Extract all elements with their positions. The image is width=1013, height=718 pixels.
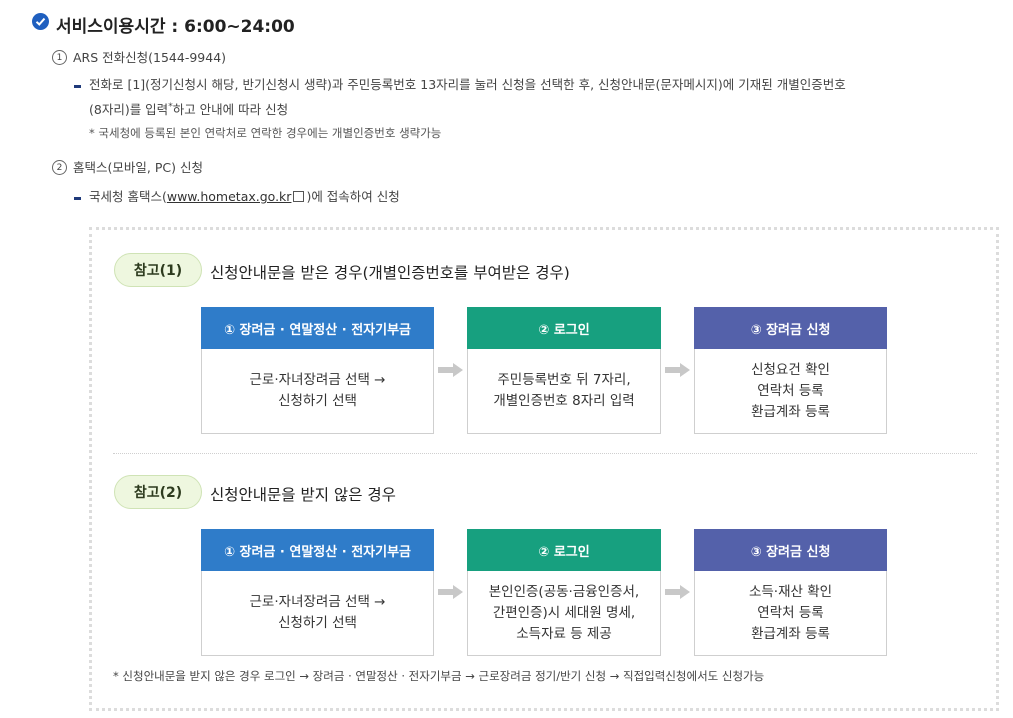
method-hometax: 2 홈택스(모바일, PC) 신청 xyxy=(52,157,203,176)
step-body: 본인인증(공동·금융인증서, 간편인증)시 세대원 명세, 소득자료 등 제공 xyxy=(467,571,661,656)
check-circle-icon xyxy=(32,13,49,30)
step-card: ③ 장려금 신청 신청요건 확인 연락처 등록 환급계좌 등록 xyxy=(694,307,887,434)
step-header: ③ 장려금 신청 xyxy=(694,529,887,571)
description-line: (8자리)를 입력*하고 안내에 따라 신청 xyxy=(89,102,289,118)
page-title: 서비스이용시간 : 6:00~24:00 xyxy=(56,17,295,37)
step-body: 신청요건 확인 연락처 등록 환급계좌 등록 xyxy=(694,349,887,434)
step-body: 근로·자녀장려금 선택 → 신청하기 선택 xyxy=(201,571,434,656)
reference-badge: 참고(2) xyxy=(114,475,202,509)
step-header: ③ 장려금 신청 xyxy=(694,307,887,349)
number-badge: 2 xyxy=(52,160,67,175)
step-body: 근로·자녀장려금 선택 → 신청하기 선택 xyxy=(201,349,434,434)
method-note: * 국세청에 등록된 본인 연락처로 연락한 경우에는 개별인증번호 생략가능 xyxy=(89,126,442,140)
footnote: * 신청안내문을 받지 않은 경우 로그인 → 장려금 · 연말정산 · 전자기… xyxy=(113,669,765,683)
number-badge: 1 xyxy=(52,50,67,65)
step-header: ① 장려금 · 연말정산 · 전자기부금 xyxy=(201,529,434,571)
reference-title: 신청안내문을 받지 않은 경우 xyxy=(210,486,396,504)
method-title: 홈택스(모바일, PC) 신청 xyxy=(73,160,203,175)
step-card: ③ 장려금 신청 소득·재산 확인 연락처 등록 환급계좌 등록 xyxy=(694,529,887,656)
reference-badge: 참고(1) xyxy=(114,253,202,287)
step-card: ① 장려금 · 연말정산 · 전자기부금 근로·자녀장려금 선택 → 신청하기 … xyxy=(201,529,434,656)
bullet-dash-icon xyxy=(74,85,81,88)
description-line: 전화로 [1](정기신청시 해당, 반기신청시 생략)과 주민등록번호 13자리… xyxy=(89,77,846,92)
method-description: 전화로 [1](정기신청시 해당, 반기신청시 생략)과 주민등록번호 13자리… xyxy=(89,74,846,121)
step-header: ① 장려금 · 연말정산 · 전자기부금 xyxy=(201,307,434,349)
bullet-dash-icon xyxy=(74,197,81,200)
method-ars: 1 ARS 전화신청(1544-9944) xyxy=(52,47,226,66)
arrow-right-icon xyxy=(438,363,463,377)
method-description: 국세청 홈택스(www.hometax.go.kr)에 접속하여 신청 xyxy=(89,189,400,204)
step-card: ② 로그인 본인인증(공동·금융인증서, 간편인증)시 세대원 명세, 소득자료… xyxy=(467,529,661,656)
step-header: ② 로그인 xyxy=(467,307,661,349)
step-card: ① 장려금 · 연말정산 · 전자기부금 근로·자녀장려금 선택 → 신청하기 … xyxy=(201,307,434,434)
divider xyxy=(113,453,977,454)
hometax-link[interactable]: www.hometax.go.kr xyxy=(166,189,292,204)
step-card: ② 로그인 주민등록번호 뒤 7자리, 개별인증번호 8자리 입력 xyxy=(467,307,661,434)
reference-title: 신청안내문을 받은 경우(개별인증번호를 부여받은 경우) xyxy=(210,264,570,282)
external-link-icon[interactable] xyxy=(293,191,305,202)
arrow-right-icon xyxy=(438,585,463,599)
step-body: 소득·재산 확인 연락처 등록 환급계좌 등록 xyxy=(694,571,887,656)
step-header: ② 로그인 xyxy=(467,529,661,571)
method-title: ARS 전화신청(1544-9944) xyxy=(73,50,227,65)
arrow-right-icon xyxy=(665,363,690,377)
arrow-right-icon xyxy=(665,585,690,599)
step-body: 주민등록번호 뒤 7자리, 개별인증번호 8자리 입력 xyxy=(467,349,661,434)
